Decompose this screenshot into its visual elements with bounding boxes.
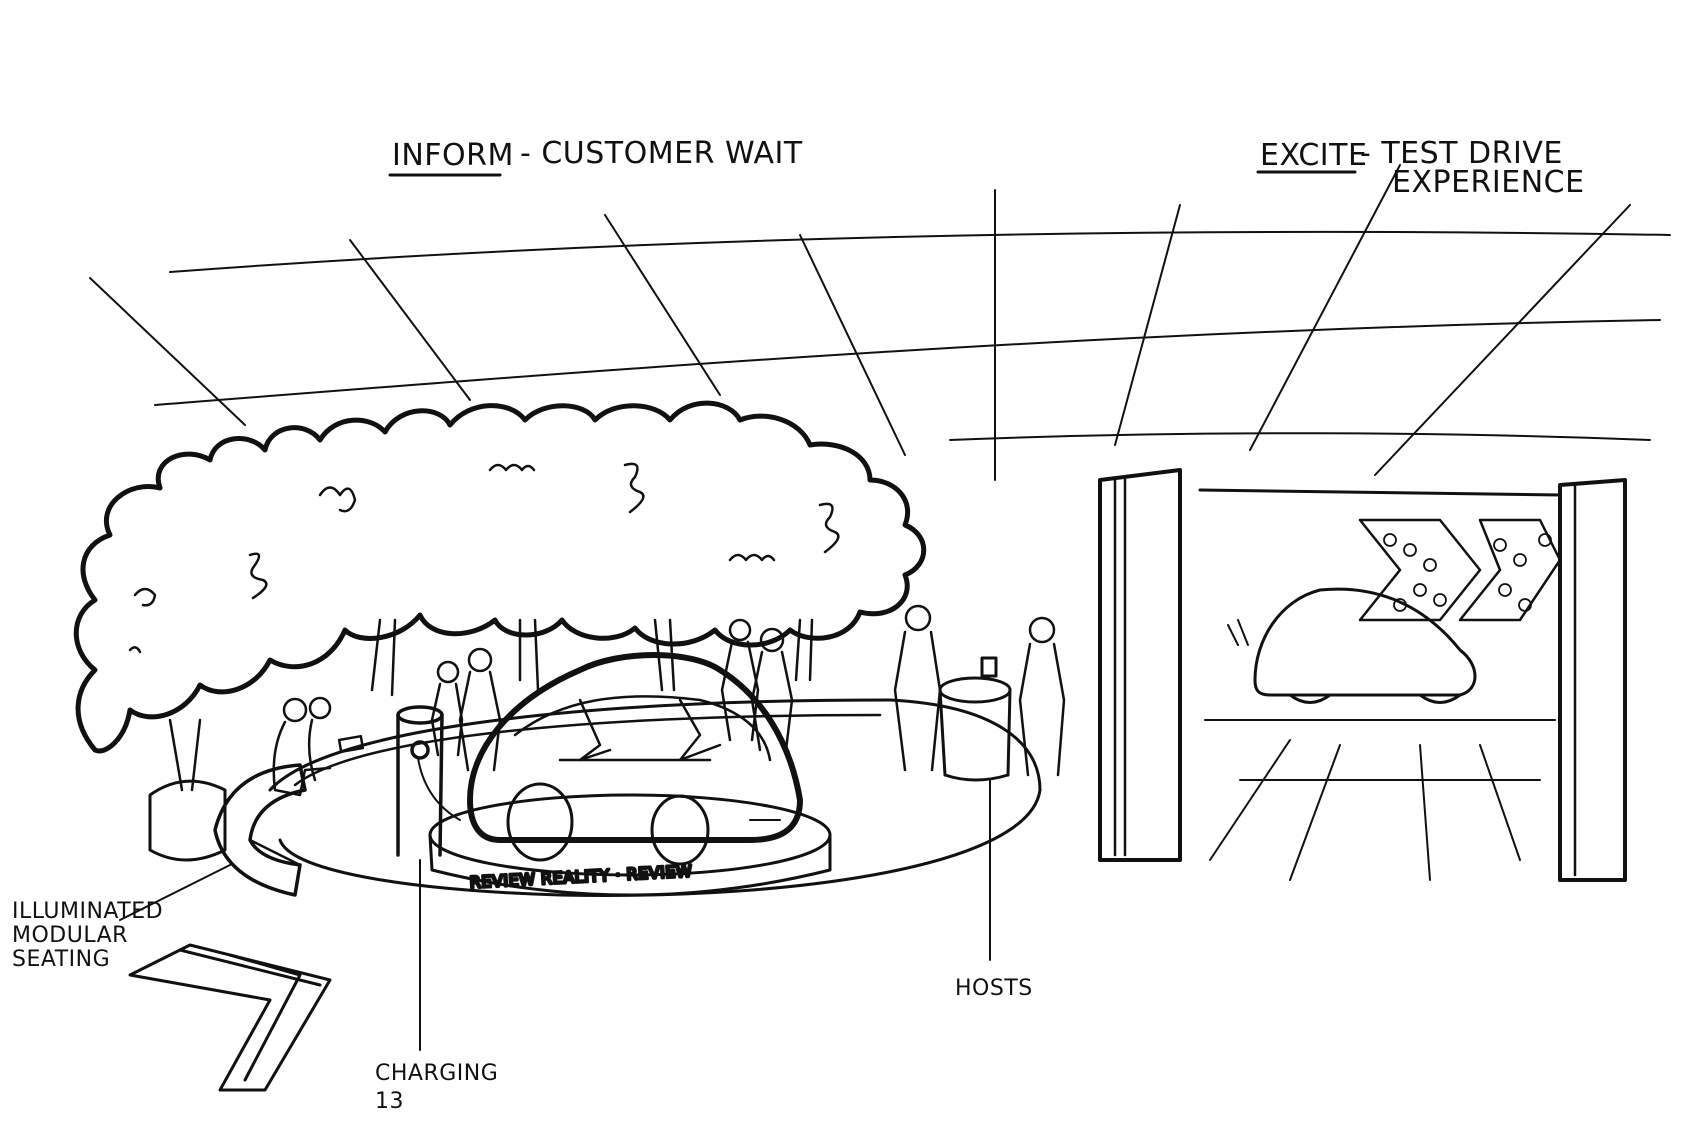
tree-canopy <box>73 400 927 754</box>
inform-rest: - CUSTOMER WAIT <box>520 136 803 171</box>
annotation-leaders <box>119 779 991 1051</box>
tree-illustration <box>73 400 927 862</box>
seating-leader <box>119 864 231 921</box>
seating-annotation: ILLUMINATED MODULAR SEATING <box>12 899 163 972</box>
floor-chevron-marking <box>128 943 332 1092</box>
charging-annotation: CHARGING 13 <box>375 1061 498 1114</box>
illuminated-modular-bench <box>213 763 307 897</box>
seated-people <box>272 696 365 797</box>
ceiling-grid <box>89 164 1671 481</box>
seating-line1: ILLUMINATED <box>12 899 163 924</box>
excite-line2: EXPERIENCE <box>1392 165 1585 200</box>
tree-planter <box>148 779 227 862</box>
seating-line2: MODULAR <box>12 923 128 948</box>
hosts-annotation: HOSTS <box>955 976 1033 1001</box>
test-drive-screen <box>1098 468 1627 882</box>
seating-line3: SEATING <box>12 947 110 972</box>
car-plinth: REVIEW REALITY · REVIEW <box>428 793 832 897</box>
excite-word: EXCITE <box>1260 138 1367 173</box>
person-2 <box>458 647 502 772</box>
host-podium <box>938 656 1012 782</box>
excite-rest: - TEST DRIVE <box>1360 136 1563 171</box>
host-1 <box>893 604 942 772</box>
charging-line1: CHARGING <box>375 1061 498 1086</box>
charging-line2: 13 <box>375 1089 404 1114</box>
inform-word: INFORM <box>392 138 514 173</box>
inform-title: INFORM - CUSTOMER WAIT <box>388 136 803 177</box>
host-2 <box>1018 616 1066 777</box>
person-3 <box>720 618 760 742</box>
main-car <box>467 652 803 866</box>
hosts-label: HOSTS <box>955 976 1033 1001</box>
excite-title: EXCITE - TEST DRIVE EXPERIENCE <box>1256 136 1585 200</box>
